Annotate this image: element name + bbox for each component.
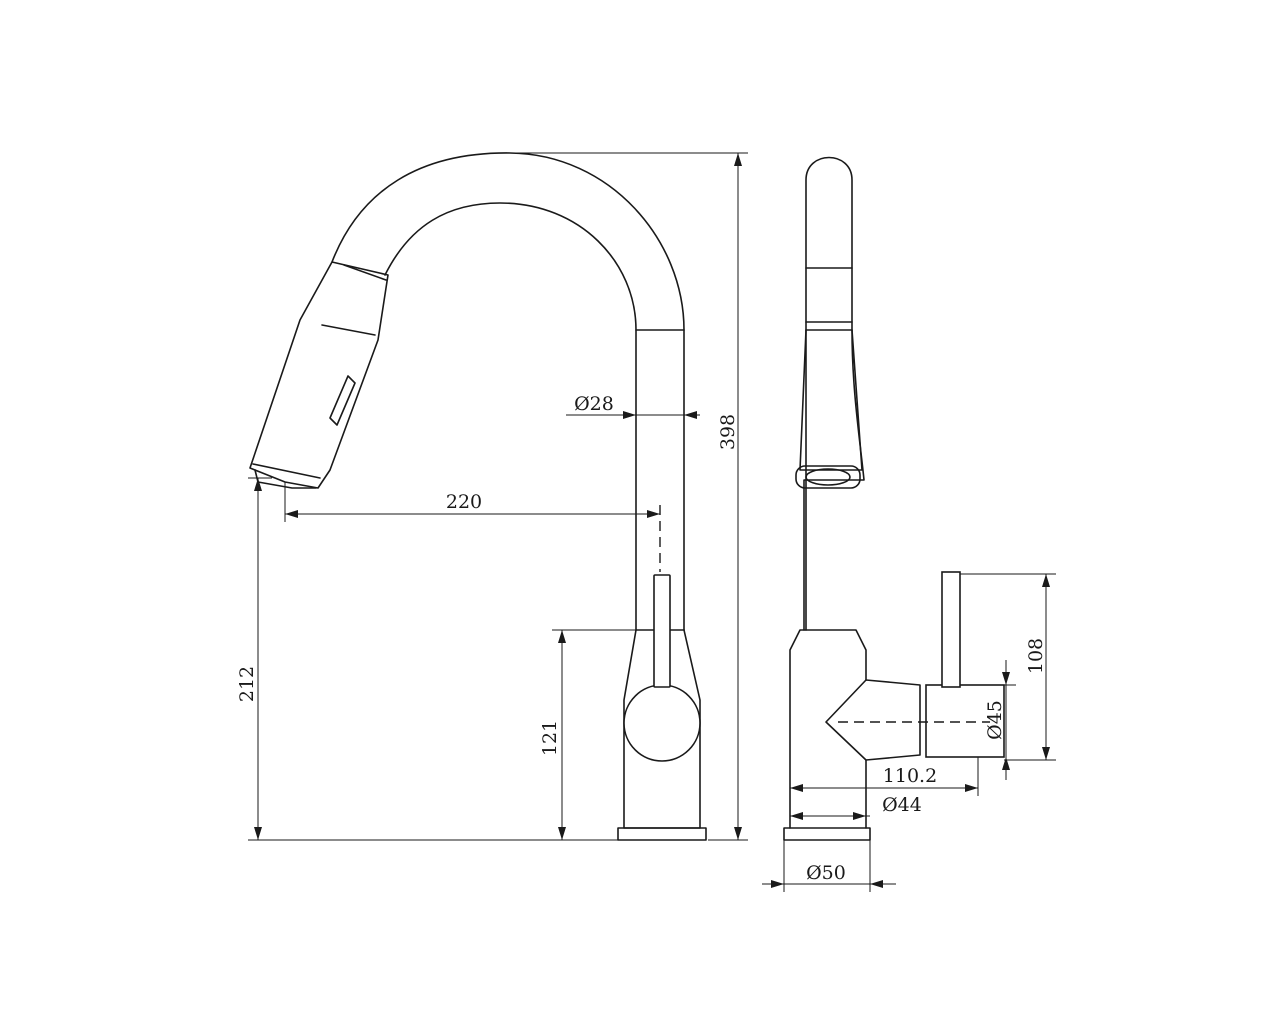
spray-face bbox=[795, 465, 861, 489]
spray-head-band-2 bbox=[321, 324, 376, 336]
spray-head bbox=[249, 261, 389, 489]
dimension-labels: 398 Ø28 220 212 121 108 Ø45 110.2 Ø44 Ø5… bbox=[236, 393, 1047, 884]
side-spray-head bbox=[799, 329, 863, 471]
dim-diameter-28: Ø28 bbox=[574, 393, 614, 415]
side-view bbox=[783, 156, 1005, 841]
front-view bbox=[249, 152, 707, 841]
front-base-plate bbox=[617, 827, 707, 841]
spray-button bbox=[329, 375, 356, 426]
dim-212: 212 bbox=[236, 666, 258, 702]
dim-398: 398 bbox=[717, 414, 739, 450]
dim-220: 220 bbox=[446, 491, 482, 513]
spray-nozzle-tip bbox=[254, 469, 317, 489]
dim-108: 108 bbox=[1025, 638, 1047, 674]
spout-outer-arc bbox=[331, 152, 685, 631]
spray-head-band-3 bbox=[252, 463, 321, 479]
side-spout bbox=[803, 156, 865, 631]
spray-head-band-1 bbox=[343, 264, 387, 281]
side-body bbox=[789, 629, 867, 829]
dim-121: 121 bbox=[539, 720, 561, 756]
dim-110-2: 110.2 bbox=[883, 765, 937, 787]
side-base-plate bbox=[783, 827, 871, 841]
side-lever bbox=[941, 571, 961, 688]
dimension-lines bbox=[248, 152, 1056, 892]
handle-lever bbox=[653, 574, 671, 688]
handle-cone bbox=[825, 679, 921, 761]
dim-diameter-50: Ø50 bbox=[806, 862, 846, 884]
dim-diameter-45: Ø45 bbox=[984, 700, 1006, 740]
spray-face-inner bbox=[805, 468, 851, 486]
dim-diameter-44: Ø44 bbox=[882, 794, 922, 816]
spout-inner-arc bbox=[384, 202, 637, 631]
handle-cartridge bbox=[925, 684, 1005, 758]
handle-disc bbox=[623, 684, 701, 762]
